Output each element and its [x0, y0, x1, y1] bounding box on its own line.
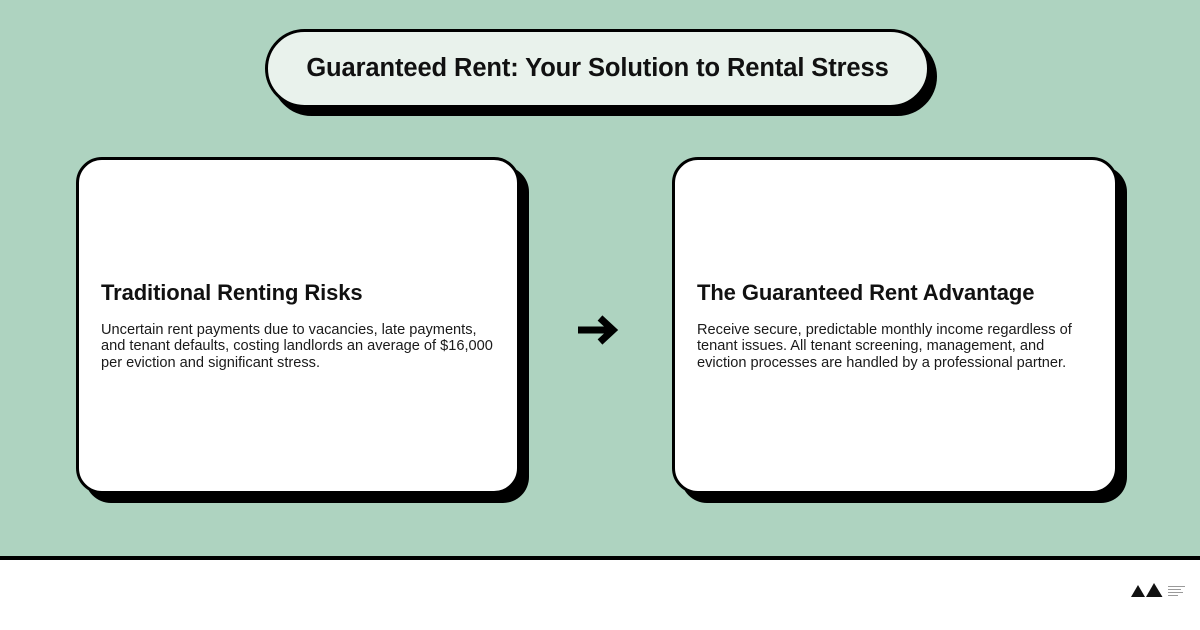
page-title: Guaranteed Rent: Your Solution to Rental… — [306, 54, 889, 82]
footer-logo — [1130, 582, 1185, 598]
title-banner-pill: Guaranteed Rent: Your Solution to Rental… — [265, 29, 930, 108]
arrow-right-icon — [566, 300, 632, 360]
card-surface: Traditional Renting Risks Uncertain rent… — [76, 157, 520, 494]
mountain-peaks-logo-icon — [1131, 583, 1163, 597]
slide-stage: Guaranteed Rent: Your Solution to Rental… — [0, 0, 1200, 560]
card-heading: The Guaranteed Rent Advantage — [697, 279, 1035, 305]
comparison-card-guaranteed-rent-advantage: The Guaranteed Rent Advantage Receive se… — [672, 157, 1127, 503]
comparison-card-traditional-risks: Traditional Renting Risks Uncertain rent… — [76, 157, 529, 503]
card-heading: Traditional Renting Risks — [101, 279, 363, 305]
card-surface: The Guaranteed Rent Advantage Receive se… — [672, 157, 1118, 494]
logo-wordmark — [1168, 584, 1185, 596]
card-body-text: Uncertain rent payments due to vacancies… — [101, 321, 493, 371]
card-body-text: Receive secure, predictable monthly inco… — [697, 321, 1072, 371]
title-banner: Guaranteed Rent: Your Solution to Rental… — [265, 29, 937, 116]
slide-footer — [0, 564, 1200, 630]
